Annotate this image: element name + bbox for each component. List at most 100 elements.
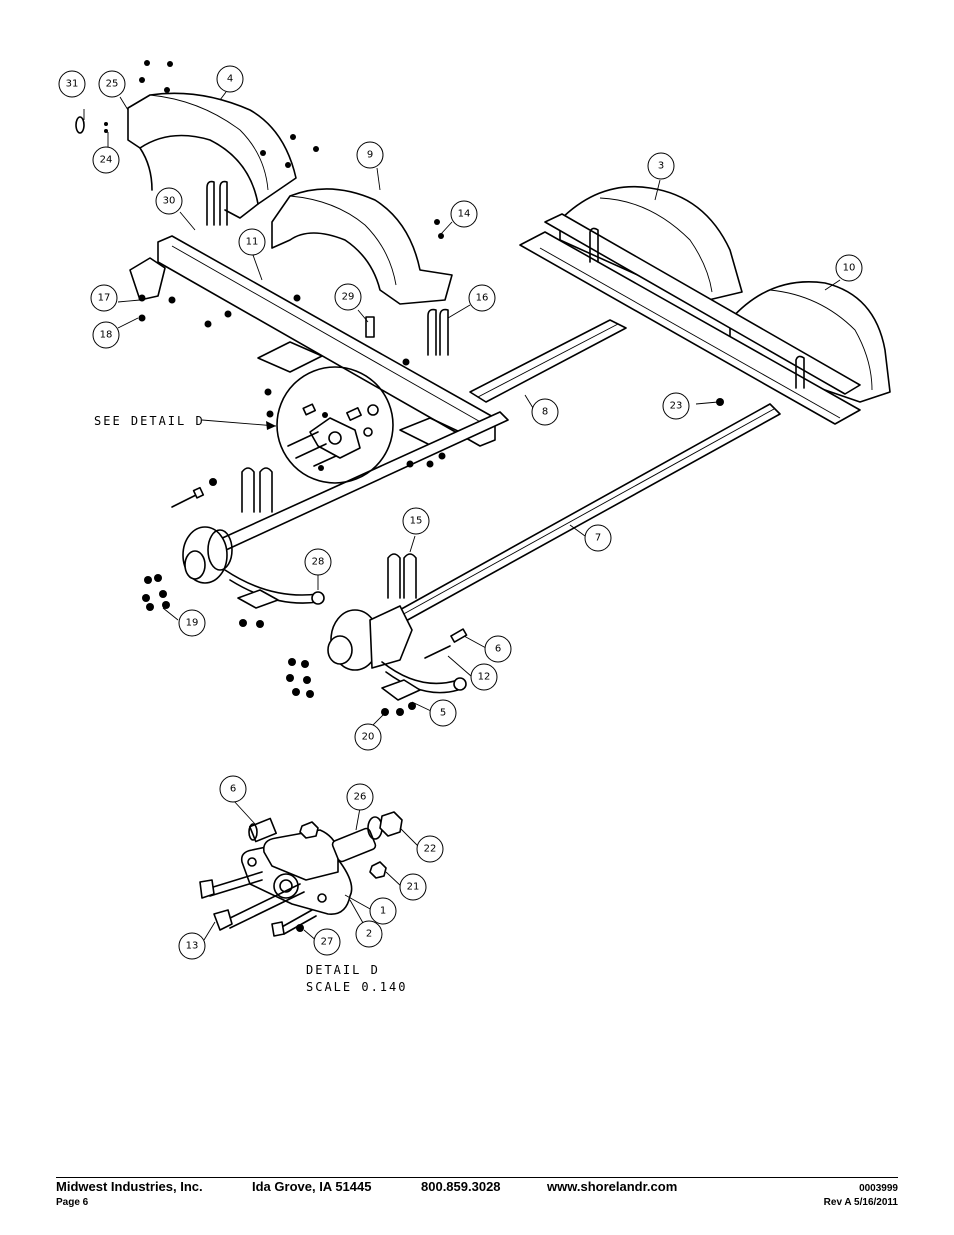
u-bolts-right [589,227,805,389]
callout-leaders [83,91,841,943]
callout-21: 21 [399,873,427,901]
callout-13: 13 [178,932,206,960]
callout-10: 10 [835,254,863,282]
leaf-springs [224,569,467,701]
fender-left-rear [271,188,453,305]
callout-15: 15 [402,507,430,535]
footer-doc-number: 0003999 [859,1183,898,1194]
svg-text:27: 27 [321,937,334,948]
callout-16: 16 [468,284,496,312]
callout-26: 26 [346,783,374,811]
detail-d-circle [276,366,394,484]
fender-right-rear [729,281,891,403]
svg-text:1: 1 [380,906,386,917]
svg-text:17: 17 [98,293,111,304]
callout-23: 23 [662,392,690,420]
detail-title: DETAIL D [306,963,380,977]
callout-9: 9 [356,141,384,169]
svg-text:21: 21 [407,882,420,893]
u-bolts-axle [241,467,417,599]
callout-18: 18 [92,321,120,349]
callout-balloons: 31 25 4 24 9 30 14 3 10 11 29 16 17 18 8… [58,65,863,960]
callout-27: 27 [313,928,341,956]
svg-text:8: 8 [542,407,548,418]
see-detail-label: SEE DETAIL D [94,414,205,428]
hardware-nuts [138,294,724,716]
svg-text:16: 16 [476,293,489,304]
rail-right [519,213,861,425]
callout-19: 19 [178,609,206,637]
svg-text:30: 30 [163,196,176,207]
detail-arrow [266,421,276,430]
svg-text:9: 9 [367,150,373,161]
detail-leader [201,419,277,427]
axle-left [217,411,509,551]
callout-8: 8 [531,398,559,426]
callout-12: 12 [470,663,498,691]
fender-right-front [559,185,743,303]
svg-text:15: 15 [410,516,423,527]
callout-17: 17 [90,284,118,312]
svg-text:19: 19 [186,618,199,629]
footer-website[interactable]: www.shorelandr.com [547,1179,678,1194]
svg-text:4: 4 [227,74,233,85]
callout-1: 1 [369,897,397,925]
callout-2: 2 [355,920,383,948]
callout-14: 14 [450,200,478,228]
callout-6-detail: 6 [219,775,247,803]
svg-text:31: 31 [66,79,79,90]
svg-text:23: 23 [670,401,683,412]
footer-page-number: Page 6 [56,1197,89,1208]
rail-left [129,235,496,447]
svg-text:26: 26 [354,792,367,803]
spacer-29 [365,316,375,338]
callout-11: 11 [238,228,266,256]
svg-text:12: 12 [478,672,491,683]
svg-text:25: 25 [106,79,119,90]
callout-29: 29 [334,283,362,311]
footer-company: Midwest Industries, Inc. [56,1179,203,1194]
u-bolts-left [206,180,449,356]
fender-left-front [127,92,297,219]
hub-right [327,605,413,671]
svg-text:6: 6 [230,784,236,795]
hardware-bolts [171,486,468,659]
svg-text:3: 3 [658,161,664,172]
svg-text:20: 20 [362,732,375,743]
callout-24: 24 [92,146,120,174]
hub-left [182,526,233,584]
callout-3: 3 [647,152,675,180]
detail-d-assembly [199,811,403,937]
callout-6: 6 [484,635,512,663]
svg-text:24: 24 [100,155,113,166]
footer-rule [56,1177,898,1178]
detail-scale: SCALE 0.140 [306,980,407,994]
svg-text:13: 13 [186,941,199,952]
callout-25: 25 [98,70,126,98]
svg-text:10: 10 [843,263,856,274]
callout-5: 5 [429,699,457,727]
footer-location: Ida Grove, IA 51445 [252,1179,372,1194]
fender-bolts [75,60,444,239]
callout-7: 7 [584,524,612,552]
callout-4: 4 [216,65,244,93]
callout-30: 30 [155,187,183,215]
svg-text:7: 7 [595,533,601,544]
svg-text:5: 5 [440,708,446,719]
callout-22: 22 [416,835,444,863]
callout-28: 28 [304,548,332,576]
svg-text:18: 18 [100,330,113,341]
callout-31: 31 [58,70,86,98]
cross-member [469,319,627,403]
svg-text:22: 22 [424,844,437,855]
footer-phone: 800.859.3028 [421,1179,501,1194]
svg-text:29: 29 [342,292,355,303]
svg-text:11: 11 [246,237,259,248]
svg-text:2: 2 [366,929,372,940]
callout-20: 20 [354,723,382,751]
footer-revision: Rev A 5/16/2011 [823,1197,898,1208]
svg-text:14: 14 [458,209,471,220]
svg-text:6: 6 [495,644,501,655]
svg-text:28: 28 [312,557,325,568]
